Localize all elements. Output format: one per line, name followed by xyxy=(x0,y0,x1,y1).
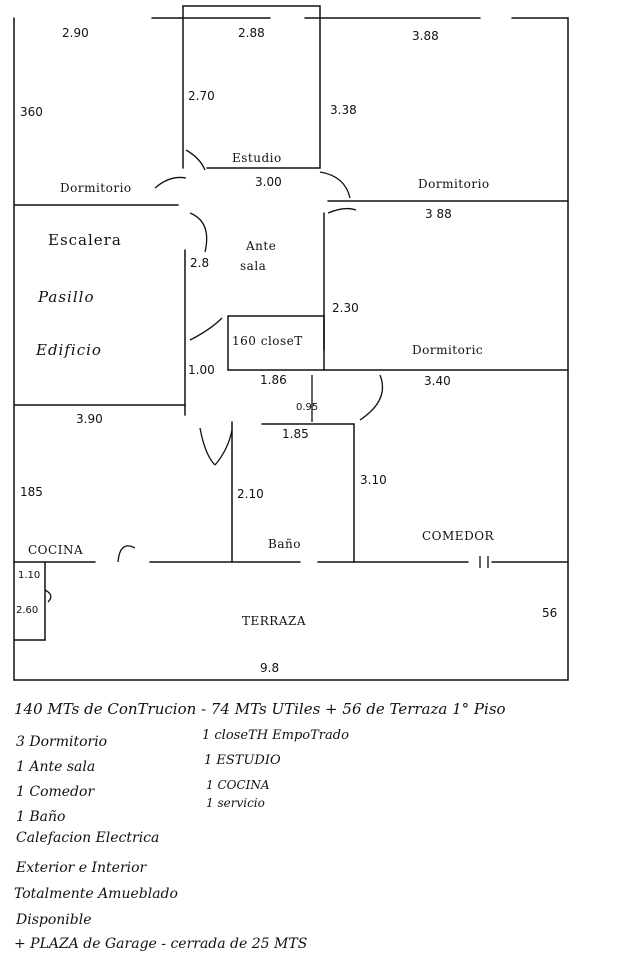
notes-line: + PLAZA de Garage - cerrada de 25 MTS xyxy=(14,936,308,952)
dimension-label: 2.70 xyxy=(188,89,215,103)
dimension-label: 2.60 xyxy=(16,605,38,616)
notes-item: 1 Baño xyxy=(16,809,66,825)
notes-line: Disponible xyxy=(16,912,92,928)
interior-walls xyxy=(13,200,569,641)
notes-headline: 140 MTs de ConTrucion - 74 MTs UTiles + … xyxy=(14,700,506,718)
dimension-label: 3 88 xyxy=(425,207,452,221)
notes-line: Totalmente Amueblado xyxy=(14,886,178,902)
dimension-label: 1.85 xyxy=(282,427,309,441)
dimension-label: 2.8 xyxy=(190,256,209,270)
room-label-closet: 160 closeT xyxy=(232,334,303,348)
notes-section: 140 MTs de ConTrucion - 74 MTs UTiles + … xyxy=(0,690,625,967)
room-label-pasillo: Pasillo xyxy=(37,288,94,306)
dimension-label: 0.95 xyxy=(296,402,318,413)
dimension-label: 2.88 xyxy=(238,26,265,40)
dimension-label: 1.00 xyxy=(188,363,215,377)
room-label-edificio: Edificio xyxy=(35,341,102,359)
notes-item: 1 Comedor xyxy=(16,784,95,800)
dimension-label: 3.90 xyxy=(76,412,103,426)
room-label-terraza: TERRAZA xyxy=(242,614,306,628)
room-label-cocina: COCINA xyxy=(28,543,83,557)
dimension-label: 360 xyxy=(20,105,43,119)
dimension-label: 9.8 xyxy=(260,661,279,675)
dimension-label: 1.10 xyxy=(18,570,40,581)
dimension-label: 2.10 xyxy=(237,487,264,501)
notes-item: 3 Dormitorio xyxy=(16,734,108,750)
room-label-estudio: Estudio xyxy=(232,151,282,165)
notes-item: 1 COCINA xyxy=(206,778,270,792)
room-label-escalera: Escalera xyxy=(48,231,122,249)
dimension-label: 3.00 xyxy=(255,175,282,189)
dimension-label: 3.38 xyxy=(330,103,357,117)
notes-item: 1 ESTUDIO xyxy=(204,753,281,768)
room-label-dormitorio-1: Dormitorio xyxy=(60,181,132,195)
dimension-label: 2.30 xyxy=(332,301,359,315)
room-label-ante: Ante xyxy=(245,239,276,253)
dimension-label: 3.88 xyxy=(412,29,439,43)
notes-item: 1 servicio xyxy=(206,796,265,810)
doors xyxy=(44,149,489,603)
room-label-dormitorio-2: Dormitorio xyxy=(418,177,490,191)
room-label-dormitorio-3: Dormitoric xyxy=(412,343,483,357)
dimension-label: 3.40 xyxy=(424,374,451,388)
notes-line: Exterior e Interior xyxy=(16,860,147,876)
dimension-label: 185 xyxy=(20,485,43,499)
dimension-label: 2.90 xyxy=(62,26,89,40)
room-label-sala: sala xyxy=(240,259,266,273)
outer-walls xyxy=(13,17,569,681)
room-label-comedor: COMEDOR xyxy=(422,529,495,543)
dimension-label: 1.86 xyxy=(260,373,287,387)
dimension-label: 56 xyxy=(542,606,557,620)
estudio-walls xyxy=(182,5,321,169)
room-label-bano: Baño xyxy=(268,537,301,551)
notes-item: 1 Ante sala xyxy=(16,759,96,775)
notes-line: Calefacion Electrica xyxy=(16,830,160,846)
dimension-label: 3.10 xyxy=(360,473,387,487)
notes-item: 1 closeTH EmpoTrado xyxy=(202,728,349,743)
